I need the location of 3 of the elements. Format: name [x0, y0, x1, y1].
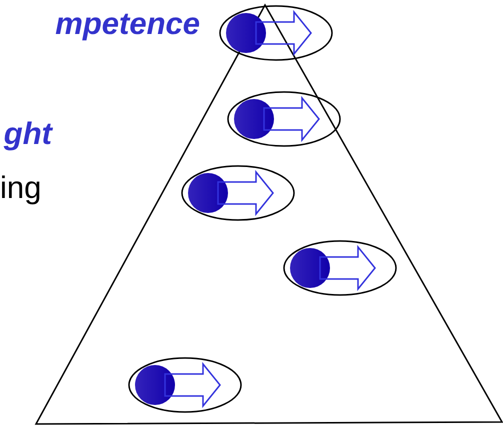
- heading-text: ing: [0, 172, 42, 203]
- heading-text: ght: [4, 118, 52, 149]
- heading-text: mpetence: [55, 8, 200, 39]
